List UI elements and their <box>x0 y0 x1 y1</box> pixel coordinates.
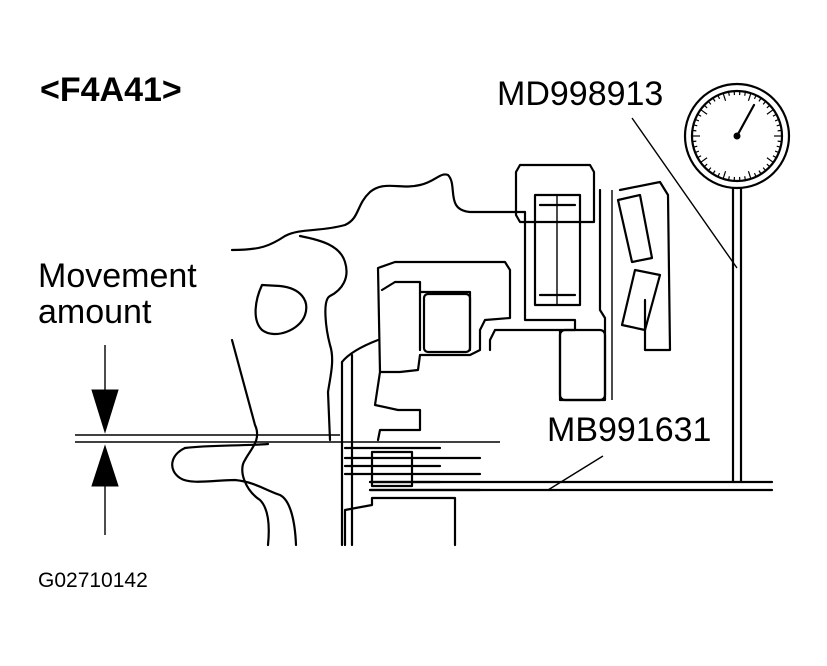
arrow-head-down <box>91 389 119 434</box>
gauge-tick <box>766 109 774 115</box>
gauge-tick <box>697 113 702 117</box>
gauge-tick <box>697 155 702 159</box>
gauge-tick <box>692 129 697 132</box>
bearing-roller-lower <box>620 268 662 332</box>
case-left-contour <box>230 338 270 547</box>
gauge-tick <box>703 163 708 168</box>
tool-label-md998913: MD998913 <box>497 75 664 113</box>
gauge-tick <box>707 167 712 172</box>
hub-top <box>340 338 380 364</box>
gauge-tick <box>712 97 716 102</box>
gauge-tick <box>747 171 752 179</box>
bolt-head <box>514 163 596 224</box>
gauge-tick <box>727 91 730 96</box>
gauge-tick <box>722 93 727 101</box>
gauge-tick <box>772 155 777 159</box>
movement-label-line1: Movement <box>38 257 197 295</box>
leader-line-mb991631 <box>547 455 604 491</box>
gauge-tick <box>766 163 771 168</box>
gauge-tick <box>693 124 698 127</box>
gauge-tick <box>776 124 781 127</box>
gauge-tick <box>766 157 774 163</box>
gauge-tick <box>753 95 757 100</box>
gauge-tick <box>703 104 708 109</box>
gauge-tick <box>744 91 747 96</box>
housing-inner-wave <box>298 234 348 442</box>
retainer-lower <box>373 370 422 442</box>
piston-inner <box>380 280 472 352</box>
case-lower-left <box>183 442 270 450</box>
gauge-tick <box>727 176 730 181</box>
gauge-tick <box>694 150 700 154</box>
gauge-tick <box>777 129 782 132</box>
lower-hub <box>343 496 457 547</box>
gauge-tick <box>777 140 782 143</box>
movement-label-line2: amount <box>38 293 152 331</box>
gauge-tick <box>717 172 721 177</box>
gauge-tick <box>772 113 777 117</box>
gauge-tick <box>776 145 781 148</box>
housing-recess <box>558 328 607 402</box>
gauge-tick <box>762 100 767 105</box>
gauge-tick <box>758 97 762 102</box>
gauge-tick <box>747 93 752 101</box>
gauge-tick <box>712 170 716 175</box>
model-title: <F4A41> <box>40 71 182 109</box>
piston-body <box>376 260 512 374</box>
gauge-tick <box>722 171 727 179</box>
gauge-tick <box>744 176 747 181</box>
dial-gauge-ticks <box>692 91 782 181</box>
arrow-head-up <box>91 444 119 487</box>
tool-label-mb991631: MB991631 <box>547 411 712 449</box>
gauge-tick <box>774 118 780 122</box>
piston-cylinder <box>422 292 472 354</box>
clutch-plate-stack <box>343 446 482 492</box>
figure-code: G02710142 <box>38 569 148 592</box>
case-lower-curve <box>171 446 298 547</box>
gauge-tick <box>700 109 708 115</box>
gauge-tick <box>717 95 721 100</box>
bearing-roller-upper <box>616 193 654 264</box>
case-outer-outline <box>254 283 308 336</box>
gauge-tick <box>753 172 757 177</box>
gauge-tick <box>700 157 708 163</box>
gauge-tick <box>694 118 700 122</box>
gauge-tick <box>692 140 697 143</box>
leader-line-md998913 <box>631 117 738 269</box>
gauge-tick <box>758 170 762 175</box>
housing-wave-outline <box>230 173 527 252</box>
gauge-tick <box>693 145 698 148</box>
gauge-tick <box>766 104 771 109</box>
gauge-tick <box>707 100 712 105</box>
gauge-tick <box>774 150 780 154</box>
gauge-tick <box>762 167 767 172</box>
bearing-race-outer <box>618 180 672 352</box>
